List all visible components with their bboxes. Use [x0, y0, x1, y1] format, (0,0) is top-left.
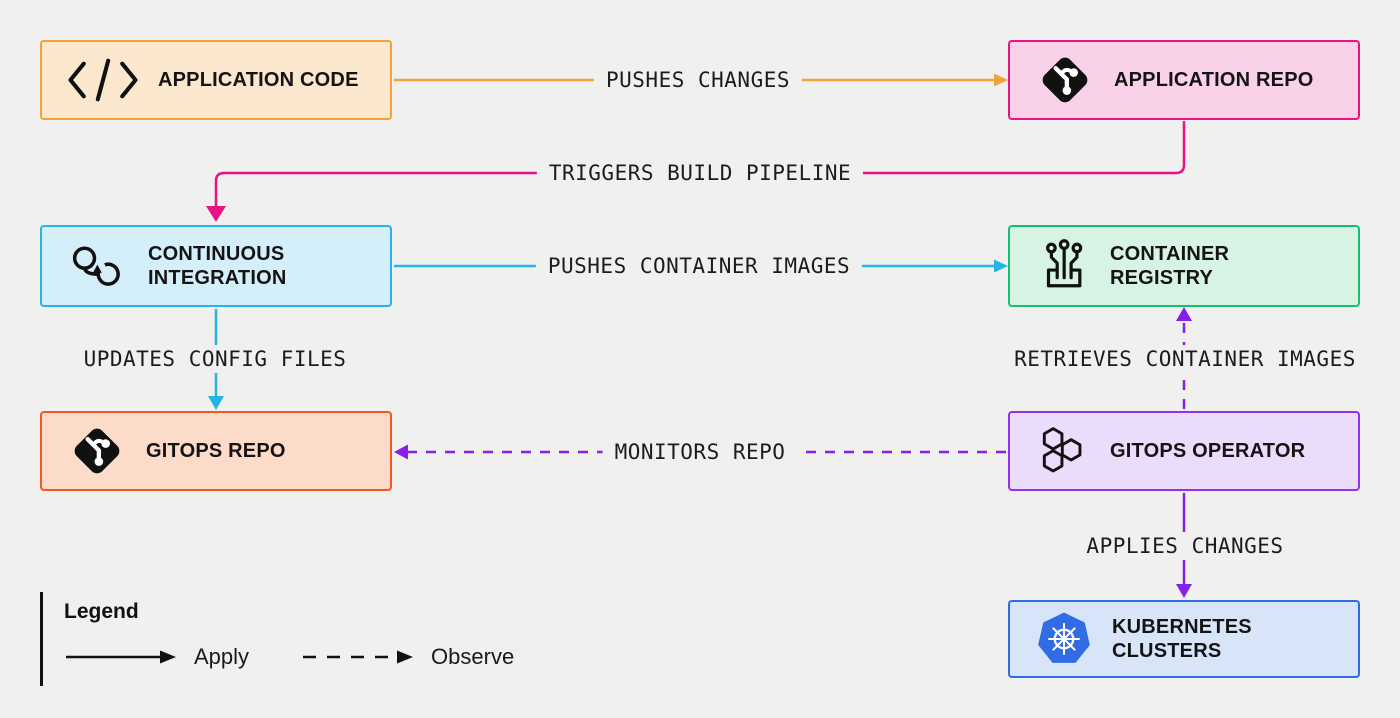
legend-observe-label: Observe: [431, 644, 515, 669]
apply-arrow-icon: [66, 650, 176, 664]
edge-label-updates-config-files: UPDATES CONFIG FILES: [71, 345, 359, 373]
observe-arrow-icon: [303, 650, 414, 664]
edge-label-applies-changes: APPLIES CHANGES: [1074, 532, 1296, 560]
node-label: CONTINUOUS INTEGRATION: [148, 242, 287, 289]
hexagons-icon: [1034, 423, 1092, 479]
node-application-repo: APPLICATION REPO: [1008, 40, 1360, 120]
loop-icon: [66, 243, 130, 290]
node-label: CONTAINER REGISTRY: [1110, 242, 1230, 289]
legend: Legend Apply Observe: [40, 592, 514, 686]
legend-apply-label: Apply: [194, 644, 250, 669]
git-icon: [1034, 49, 1096, 111]
edge-label-triggers-build-pipeline: TRIGGERS BUILD PIPELINE: [536, 159, 864, 187]
node-container-registry: CONTAINER REGISTRY: [1008, 225, 1360, 307]
code-icon: [66, 56, 140, 104]
legend-row: Apply Observe: [64, 644, 514, 670]
circuit-icon: [1034, 237, 1092, 295]
edge-label-pushes-container-images: PUSHES CONTAINER IMAGES: [535, 252, 863, 280]
kubernetes-icon: [1034, 609, 1094, 669]
edge-label-monitors-repo: MONITORS REPO: [602, 438, 798, 466]
legend-title: Legend: [64, 600, 139, 623]
node-kubernetes-clusters: KUBERNETES CLUSTERS: [1008, 600, 1360, 678]
node-gitops-repo: GITOPS REPO: [40, 411, 392, 491]
node-label: APPLICATION REPO: [1114, 68, 1314, 91]
node-label: APPLICATION CODE: [158, 68, 359, 91]
edge-label-retrieves-container-images: RETRIEVES CONTAINER IMAGES: [1002, 345, 1368, 373]
node-continuous-integration: CONTINUOUS INTEGRATION: [40, 225, 392, 307]
node-label: GITOPS REPO: [146, 439, 286, 462]
node-application-code: APPLICATION CODE: [40, 40, 392, 120]
edge-label-pushes-changes: PUSHES CHANGES: [593, 66, 803, 94]
node-label: KUBERNETES CLUSTERS: [1112, 615, 1252, 662]
node-label: GITOPS OPERATOR: [1110, 439, 1306, 462]
node-gitops-operator: GITOPS OPERATOR: [1008, 411, 1360, 491]
git-icon: [66, 420, 128, 482]
